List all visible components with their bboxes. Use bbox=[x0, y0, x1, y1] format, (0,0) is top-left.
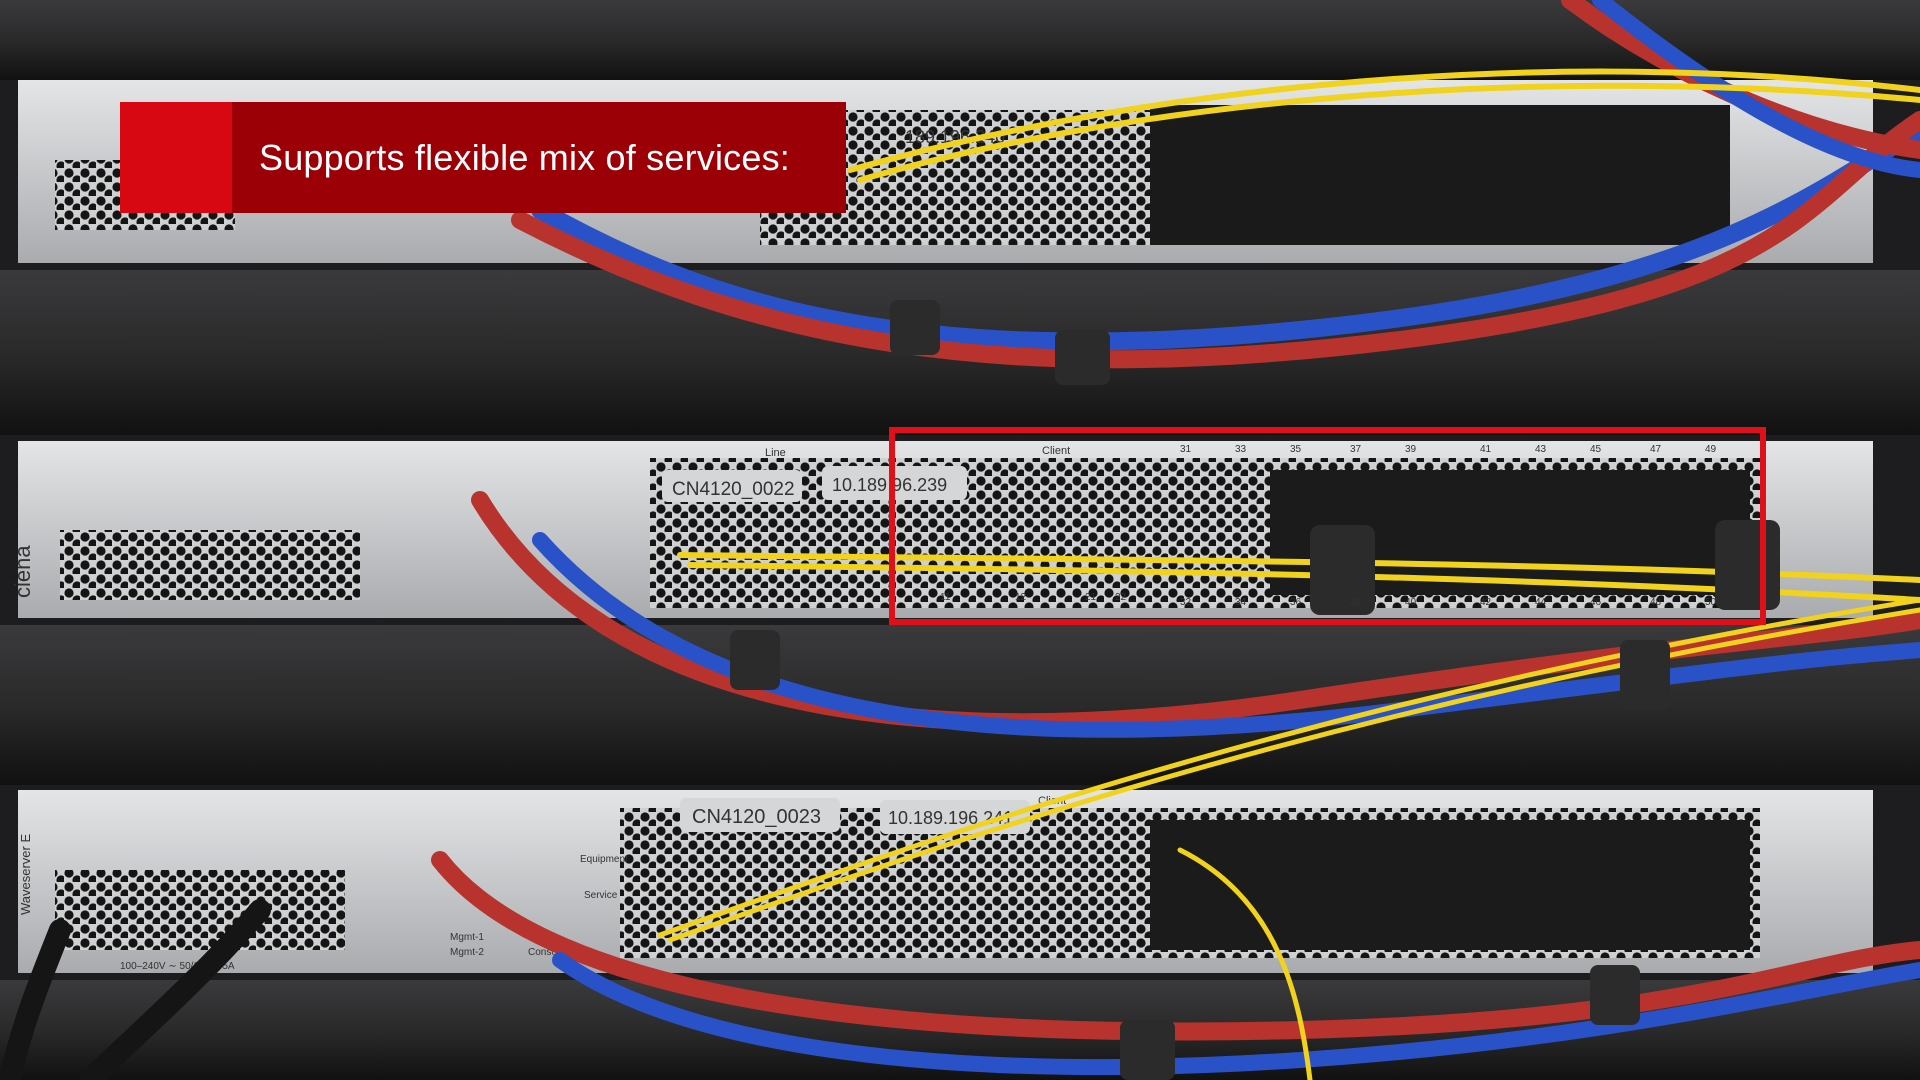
power-rating-label: 100–240V ∼ 50/60Hz, 5A bbox=[120, 961, 235, 972]
equipment-label: Equipment bbox=[580, 854, 628, 865]
hostname-label: CN4120_0023 bbox=[692, 806, 821, 828]
svg-text:38: 38 bbox=[1350, 597, 1362, 608]
section-line-label: Line bbox=[765, 447, 786, 459]
caption-accent-block bbox=[120, 102, 232, 213]
svg-text:37: 37 bbox=[1350, 444, 1362, 455]
svg-text:47: 47 bbox=[1650, 444, 1662, 455]
svg-text:40: 40 bbox=[1405, 597, 1417, 608]
port-number-labels: 11 12 21 22 32 34 36 38 40 42 44 46 48 5… bbox=[940, 444, 1717, 608]
client-ports-highlight-box bbox=[889, 427, 1766, 625]
ip-label: 189.196.240 bbox=[905, 127, 1005, 147]
svg-text:50: 50 bbox=[1705, 597, 1717, 608]
svg-text:22: 22 bbox=[1115, 592, 1127, 603]
mgmt1-label: Mgmt-1 bbox=[450, 932, 484, 943]
service-label: Service bbox=[584, 890, 618, 901]
svg-text:39: 39 bbox=[1405, 444, 1417, 455]
svg-text:21: 21 bbox=[1085, 592, 1097, 603]
chassis-unit-3: CN4120_0023 10.189.196.241 Client 100–24… bbox=[18, 790, 1873, 973]
svg-text:11: 11 bbox=[940, 592, 951, 603]
svg-text:41: 41 bbox=[1480, 444, 1492, 455]
svg-text:48: 48 bbox=[1650, 597, 1662, 608]
svg-text:32: 32 bbox=[1180, 597, 1192, 608]
svg-text:31: 31 bbox=[1180, 444, 1192, 455]
svg-text:42: 42 bbox=[1480, 597, 1492, 608]
svg-text:43: 43 bbox=[1535, 444, 1547, 455]
caption-text: Supports flexible mix of services: bbox=[259, 136, 790, 178]
caption-banner: Supports flexible mix of services: bbox=[120, 102, 846, 213]
svg-text:12: 12 bbox=[1015, 592, 1027, 603]
chassis-unit-2: CN4120_0022 10.189 96.239 Line Client ci… bbox=[10, 441, 1873, 618]
section-client-label: Client bbox=[1042, 445, 1070, 457]
console-label: Console bbox=[528, 947, 565, 958]
svg-text:49: 49 bbox=[1705, 444, 1717, 455]
svg-text:33: 33 bbox=[1235, 444, 1247, 455]
svg-text:34: 34 bbox=[1235, 597, 1247, 608]
hostname-label: CN4120_0022 bbox=[672, 479, 795, 500]
product-name-label: Waveserver E bbox=[18, 834, 33, 915]
svg-text:36: 36 bbox=[1290, 597, 1302, 608]
svg-text:35: 35 bbox=[1290, 444, 1302, 455]
svg-text:46: 46 bbox=[1590, 597, 1602, 608]
mgmt2-label: Mgmt-2 bbox=[450, 947, 484, 958]
svg-text:44: 44 bbox=[1535, 597, 1547, 608]
svg-text:45: 45 bbox=[1590, 444, 1602, 455]
brand-logo-text: ciena bbox=[10, 545, 35, 598]
